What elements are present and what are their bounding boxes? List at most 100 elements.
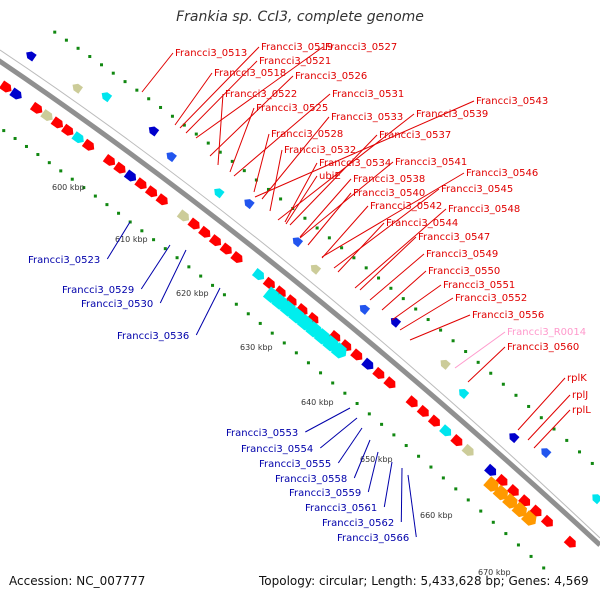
label-leader-line	[185, 60, 258, 134]
tick-mark	[352, 256, 356, 260]
gene-label-francci3_0533: Francci3_0533	[331, 112, 403, 123]
gene-feature-shape	[123, 169, 137, 182]
kbp-label: 660 kbp	[420, 511, 453, 520]
gene-feature-shape	[134, 177, 147, 190]
tick-mark	[380, 422, 384, 426]
tick-mark	[117, 211, 121, 215]
genome-backbone	[0, 58, 600, 547]
label-leader-line	[307, 192, 352, 246]
tick-mark	[279, 197, 283, 201]
gene-feature-shape	[244, 199, 255, 210]
gene-feature-shape	[383, 376, 396, 389]
gene-feature-shape	[101, 92, 113, 103]
gene-feature	[521, 510, 537, 526]
gene-label-francci3_0531: Francci3_0531	[332, 89, 404, 100]
gene-feature-shape	[541, 448, 552, 459]
gene-label-francci3_0558: Francci3_0558	[275, 474, 347, 485]
tick-mark	[222, 293, 226, 297]
gene-label-francci3_0532: Francci3_0532	[284, 145, 356, 156]
gene-feature	[9, 87, 22, 100]
gene-feature	[29, 101, 43, 114]
label-leader-line	[229, 107, 255, 173]
tick-mark	[451, 339, 455, 343]
tick-mark	[254, 178, 258, 182]
gene-feature-shape	[540, 514, 553, 527]
gene-feature	[313, 327, 330, 345]
tick-mark	[64, 38, 68, 42]
tick-mark	[343, 391, 347, 395]
label-leader-line	[533, 409, 571, 449]
gene-feature-shape	[359, 304, 371, 315]
gene-feature-shape	[313, 327, 330, 345]
gene-feature	[563, 535, 576, 548]
tick-mark	[82, 186, 86, 190]
tick-mark	[501, 382, 505, 386]
label-leader-line	[253, 133, 270, 193]
tick-mark	[270, 331, 274, 335]
tick-mark	[105, 203, 109, 207]
gene-feature	[101, 92, 113, 103]
gene-feature	[292, 237, 304, 248]
gene-feature	[592, 494, 600, 505]
gene-feature-shape	[208, 234, 222, 247]
label-leader-line	[409, 314, 471, 341]
gene-label-francci3_0538: Francci3_0538	[353, 174, 425, 185]
gene-feature-shape	[563, 535, 576, 548]
tick-mark	[70, 177, 74, 181]
gene-label-francci3_0543: Francci3_0543	[476, 96, 548, 107]
gene-feature-shape	[72, 83, 83, 94]
tick-mark	[88, 55, 92, 59]
gene-feature	[81, 138, 95, 151]
gene-feature	[440, 359, 451, 370]
tick-mark	[439, 328, 443, 332]
gene-feature	[214, 188, 225, 199]
label-leader-line	[233, 93, 331, 177]
gene-label-francci3_0530: Francci3_0530	[81, 299, 153, 310]
label-leader-line	[354, 208, 447, 289]
gene-label-francci3_0541: Francci3_0541	[395, 157, 467, 168]
tick-mark	[542, 566, 546, 570]
gene-feature-shape	[155, 193, 168, 206]
gene-feature-shape	[296, 313, 313, 331]
gene-feature	[271, 293, 288, 310]
gene-feature-shape	[148, 126, 160, 137]
tick-mark	[123, 80, 127, 84]
label-leader-line	[400, 467, 403, 523]
label-leader-line	[195, 287, 221, 336]
label-leader-line	[261, 116, 330, 200]
label-leader-line	[337, 222, 385, 273]
gene-feature-shape	[506, 483, 519, 497]
gene-feature	[155, 193, 168, 206]
gene-feature	[383, 376, 396, 389]
gene-label-francci3_0519: Francci3_0519	[261, 42, 333, 53]
tick-mark	[246, 312, 250, 316]
tick-mark	[211, 283, 215, 287]
kbp-label: 600 kbp	[52, 183, 85, 192]
gene-label-francci3_0528: Francci3_0528	[271, 129, 343, 140]
gene-feature	[461, 443, 474, 456]
gene-feature-shape	[262, 286, 279, 303]
gene-feature-shape	[113, 161, 126, 174]
tick-mark	[364, 266, 368, 270]
gene-label-francci3_0566: Francci3_0566	[337, 533, 409, 544]
gene-feature-shape	[50, 116, 64, 129]
tick-mark	[258, 321, 262, 325]
gene-feature-shape	[427, 414, 440, 427]
tick-mark	[282, 341, 286, 345]
tick-mark	[315, 226, 319, 230]
gene-feature-shape	[230, 250, 243, 263]
label-leader-line	[217, 93, 224, 166]
tick-mark	[417, 454, 421, 458]
gene-feature	[40, 109, 53, 122]
label-leader-line	[299, 178, 352, 238]
gene-feature	[72, 83, 83, 94]
tick-mark	[514, 393, 518, 397]
gene-feature	[50, 116, 64, 129]
gene-feature	[372, 366, 385, 379]
tick-mark	[414, 307, 418, 311]
tick-mark	[306, 361, 310, 365]
label-leader-line	[141, 52, 174, 93]
gene-feature	[359, 304, 371, 315]
gene-label-francci3_0560: Francci3_0560	[507, 342, 579, 353]
